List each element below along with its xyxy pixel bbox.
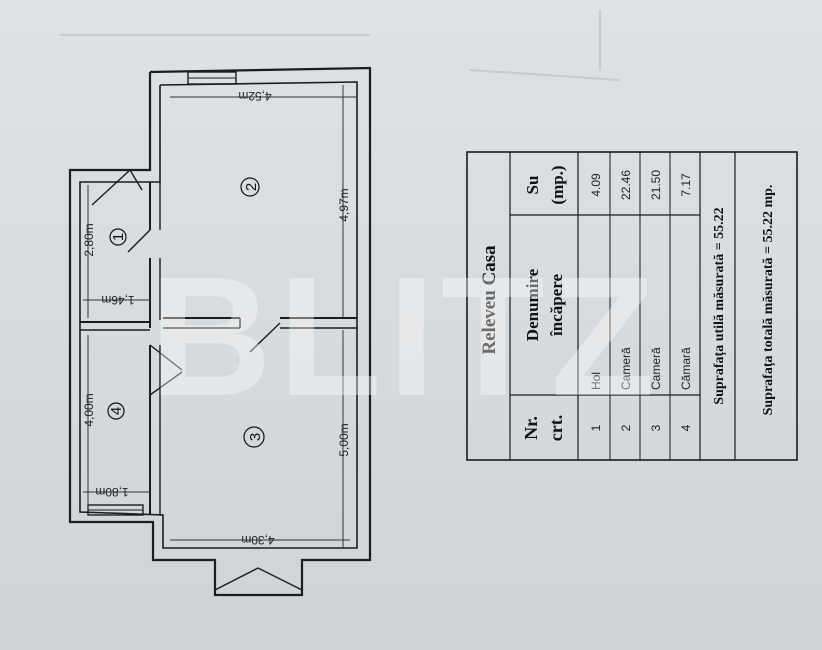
dim-storage-width: 1,80m xyxy=(95,485,128,499)
room-number-3: 3 xyxy=(247,433,264,441)
header-name-line2: încăpere xyxy=(547,274,566,337)
row3-area: 21.50 xyxy=(649,170,663,200)
useful-area-total: Suprafața utilă măsurată = 55.22 xyxy=(712,207,727,404)
header-area-line1: Su xyxy=(523,176,542,195)
row1-name: Hol xyxy=(589,372,603,390)
row3-nr: 3 xyxy=(649,424,663,431)
outer-wall xyxy=(68,66,372,597)
row4-area: 7.17 xyxy=(679,173,693,197)
room-number-1: 1 xyxy=(110,233,127,241)
row4-nr: 4 xyxy=(679,424,693,431)
row2-nr: 2 xyxy=(619,424,633,431)
dim-room2-width: 4,52m xyxy=(238,89,271,103)
dim-hall-length: 2,80m xyxy=(82,223,96,256)
total-area: Suprafața totală măsurată = 55.22 mp. xyxy=(761,185,776,416)
background-lines xyxy=(60,10,621,81)
dim-room3-width: 4,30m xyxy=(241,533,274,547)
room-number-4: 4 xyxy=(108,407,125,415)
row4-name: Cămară xyxy=(679,347,693,390)
dim-room3-length: 5,00m xyxy=(337,423,351,456)
entry-door xyxy=(91,168,143,206)
dim-storage-length: 4,00m xyxy=(82,393,96,426)
header-name-line1: Denumire xyxy=(523,268,542,341)
row3-name: Cameră xyxy=(649,347,663,390)
dim-hall-width: 1,46m xyxy=(101,293,134,307)
room-markers xyxy=(107,177,265,448)
watermark: BLITZ xyxy=(149,242,661,432)
row1-area: 4.09 xyxy=(589,173,603,197)
row2-name: Cameră xyxy=(619,347,633,390)
row1-nr: 1 xyxy=(589,424,603,431)
room-table xyxy=(466,151,798,461)
dim-room2-length: 4,97m xyxy=(337,188,351,221)
room-number-2: 2 xyxy=(243,183,260,191)
table-text: Releveu Casa Nr. crt. Denumire încăpere … xyxy=(479,165,776,441)
door-hall xyxy=(127,229,151,253)
row2-area: 22.46 xyxy=(619,170,633,200)
table-title: Releveu Casa xyxy=(479,245,500,355)
header-nr-line1: Nr. xyxy=(521,416,541,440)
inner-wall xyxy=(79,81,358,549)
header-area-line2: (mp.) xyxy=(548,165,567,204)
table-border xyxy=(466,151,798,461)
floor-plan xyxy=(68,66,372,597)
dimension-labels: 4,52m 4,97m 2,80m 1,46m 4,00m 1,80m 5,00… xyxy=(82,89,351,547)
dimension-lines xyxy=(83,85,357,548)
header-nr-line2: crt. xyxy=(546,415,566,441)
bay-window xyxy=(214,567,303,591)
